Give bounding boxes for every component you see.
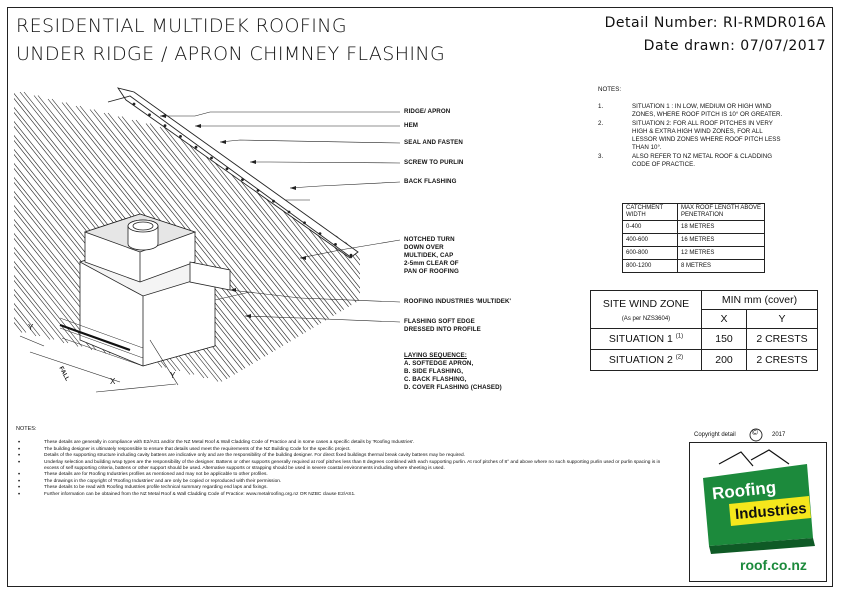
roof-rib: [177, 130, 360, 395]
dim-x: X: [110, 377, 116, 386]
roof-rib: [163, 126, 360, 395]
roof-rib: [0, 29, 8, 329]
chimney: [78, 213, 231, 367]
dim-y-left: Y: [28, 323, 34, 332]
ridge-apron: [107, 87, 359, 259]
callout-seal-fasten: SEAL AND FASTEN: [404, 139, 463, 146]
list-item: Underlay selection and building wrap typ…: [16, 460, 671, 473]
fastener: [241, 178, 244, 182]
roof-rib: [14, 88, 93, 351]
logo-box: Roofing Industries roof.co.nz: [689, 442, 827, 582]
roof-rib: [285, 158, 360, 395]
list-item: The building designer is ultimately resp…: [16, 447, 671, 454]
roof-rib: [303, 161, 360, 395]
title-line-2: UNDER RIDGE / APRON CHIMNEY FLASHING: [16, 43, 446, 65]
list-item: Further information can be obtained from…: [16, 492, 671, 499]
fastener: [287, 210, 291, 214]
y-header: Y: [746, 309, 818, 329]
roof-rib: [14, 88, 27, 333]
fastener: [163, 124, 167, 127]
roof-rib: [289, 158, 360, 395]
copyright-year: 2017: [772, 432, 786, 438]
note-item: 2.SITUATION 2: FOR ALL ROOF PITCHES IN V…: [598, 119, 781, 152]
drawing-frame: [7, 7, 833, 587]
note-item: 1.SITUATION 1 : IN LOW, MEDIUM OR HIGH W…: [598, 103, 783, 119]
fastener: [303, 221, 306, 225]
fastener: [148, 113, 151, 117]
fastener: [256, 189, 260, 192]
roof-rib: [159, 126, 360, 395]
laying-sequence: LAYING SEQUENCE: A. SOFTEDGE APRON,B. SI…: [404, 352, 502, 391]
title-line-1: RESIDENTIAL MULTIDEK ROOFING: [16, 15, 347, 37]
roof-rib: [14, 88, 69, 344]
logo-url: roof.co.nz: [740, 557, 807, 573]
min-cover-header: MIN mm (cover): [701, 290, 818, 310]
fastener: [318, 232, 322, 236]
list-item: These details are generally in complianc…: [16, 440, 671, 447]
copyright-label: Copyright detail: [694, 432, 736, 438]
list-item: These details to be read with Roofing In…: [16, 485, 671, 492]
fastener: [210, 156, 213, 160]
wind-zone-header: SITE WIND ZONE (As per NZS3604): [590, 290, 702, 329]
roof-rib: [14, 88, 65, 344]
callout-multidek: ROOFING INDUSTRIES 'MULTIDEK': [404, 298, 512, 305]
list-item: These details are for Roofing Industries…: [16, 472, 671, 479]
callout-hem: HEM: [404, 122, 419, 129]
roof-rib: [205, 137, 360, 395]
catchment-table: CATCHMENT WIDTH MAX ROOF LENGTH ABOVE PE…: [622, 203, 765, 273]
roof-rib: [187, 133, 360, 395]
fastener: [272, 199, 275, 203]
roof-rib: [201, 137, 360, 395]
notes-heading: NOTES:: [598, 86, 622, 93]
roofing-industries-logo: [703, 449, 815, 554]
copyright-symbol: ©: [752, 428, 758, 437]
roof-rib: [14, 88, 83, 347]
date-drawn: Date drawn: 07/07/2017: [643, 38, 826, 54]
roof-rib: [173, 130, 360, 395]
notes-list: 1.SITUATION 1 : IN LOW, MEDIUM OR HIGH W…: [598, 103, 828, 169]
roof-rib: [14, 88, 23, 333]
fastener: [225, 167, 229, 171]
roof-rib: [14, 88, 79, 347]
roof-rib: [14, 88, 107, 354]
note-item: 3.ALSO REFER TO NZ METAL ROOF & CLADDING…: [598, 152, 773, 169]
roof-rib: [14, 88, 41, 337]
fasteners: [132, 102, 353, 257]
roof-rib: [313, 165, 360, 395]
fastener: [349, 253, 353, 257]
table-header-row: CATCHMENT WIDTH MAX ROOF LENGTH ABOVE PE…: [622, 203, 765, 221]
roof-rib: [0, 29, 12, 329]
callout-screw-purlin: SCREW TO PURLIN: [404, 159, 464, 166]
fastener: [334, 243, 337, 246]
list-item: Details of the supporting structure incl…: [16, 453, 671, 460]
list-item: The drawings in the copyright of 'Roofin…: [16, 479, 671, 486]
wind-zone-table: SITE WIND ZONE (As per NZS3604) MIN mm (…: [590, 290, 818, 371]
x-header: X: [701, 309, 747, 329]
roof-rib: [14, 88, 97, 351]
dim-y-right: Y: [170, 371, 176, 380]
fastener: [132, 102, 136, 106]
callout-back-flashing: BACK FLASHING: [404, 178, 457, 185]
fastener: [179, 135, 182, 138]
roof-rib: [299, 161, 360, 395]
fastener: [194, 145, 198, 149]
roof-rib: [14, 88, 37, 337]
callout-ridge-apron: RIDGE/ APRON: [404, 108, 451, 115]
copyright-circle-icon: [749, 428, 763, 442]
bottom-notes: NOTES: These details are generally in co…: [16, 426, 671, 498]
roof-rib: [14, 88, 111, 354]
roof-rib: [317, 165, 360, 395]
leader-lines: [160, 111, 401, 323]
detail-number: Detail Number: RI-RMDR016A: [604, 15, 826, 31]
roof-rib: [191, 133, 360, 395]
